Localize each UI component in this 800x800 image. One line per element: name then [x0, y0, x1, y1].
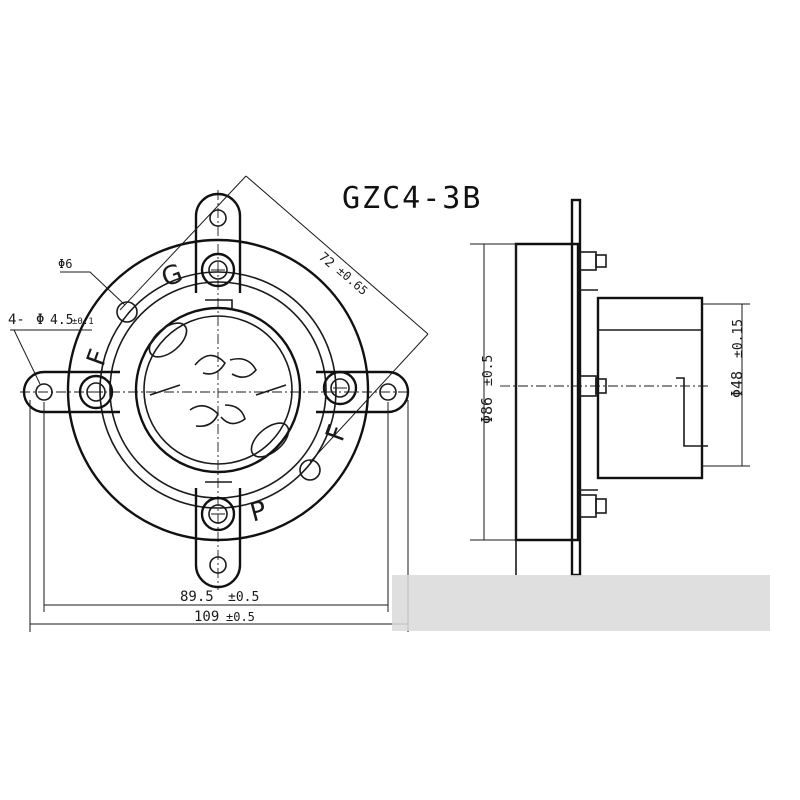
dim-body-dia-value: Φ86	[478, 397, 496, 424]
dim-inner-width-tol: ±0.5	[228, 590, 259, 605]
lug-left	[22, 370, 120, 414]
side-terminal-bottom	[579, 494, 597, 518]
mount-hole-right	[379, 383, 397, 401]
side-view: Φ86 ±0.5 Φ48 ±0.15	[470, 198, 750, 577]
flange-inner-ring	[99, 271, 337, 509]
terminal-nut-right	[322, 370, 358, 406]
dim-outer-width-tol: ±0.5	[226, 610, 255, 624]
side-boss	[596, 296, 704, 480]
dim-mount-holes-tol: ±0.1	[72, 317, 94, 327]
body-ring	[134, 306, 302, 474]
lug-bottom	[194, 488, 242, 589]
terminal-nut-bottom	[200, 496, 236, 532]
terminal-nut-left	[78, 374, 114, 410]
terminal-nut-top	[200, 252, 236, 288]
mount-hole-left	[35, 383, 53, 401]
dim-boss-dia-tol: ±0.15	[731, 319, 746, 358]
flange-outer-ring	[66, 238, 370, 542]
dim-diagonal-line	[245, 175, 429, 335]
lug-top	[194, 192, 242, 293]
socket-contacts	[148, 299, 290, 483]
terminal-label-left: F	[81, 346, 114, 370]
gray-overlay-band	[392, 575, 770, 631]
drawing-title: GZC4-3B	[342, 181, 482, 216]
side-body	[514, 242, 580, 542]
dim-mount-holes-value: 4.5	[50, 313, 73, 328]
center-hole-lower-right	[299, 459, 321, 481]
dim-body-dia-tol: ±0.5	[481, 355, 496, 386]
dim-boss-dia-value: Φ48	[728, 371, 746, 398]
lug-right	[316, 370, 410, 414]
terminal-label-bottom: P	[247, 495, 270, 528]
dim-center-hole-label: Φ6	[58, 257, 72, 271]
dim-diagonal-value: 72	[315, 250, 337, 272]
side-terminal-top	[579, 251, 597, 271]
dim-inner-width-value: 89.5	[180, 589, 214, 605]
front-view: G F F P Φ6 4- Φ 4.5 ±0.1 72 ±0.65 89.5 ±…	[8, 175, 429, 632]
center-hole-upper-left	[116, 301, 138, 323]
dim-mount-holes-phi: Φ	[36, 312, 44, 328]
dim-mount-holes-count: 4-	[8, 312, 25, 328]
dim-outer-width-value: 109	[194, 609, 219, 625]
side-pin	[676, 377, 708, 447]
